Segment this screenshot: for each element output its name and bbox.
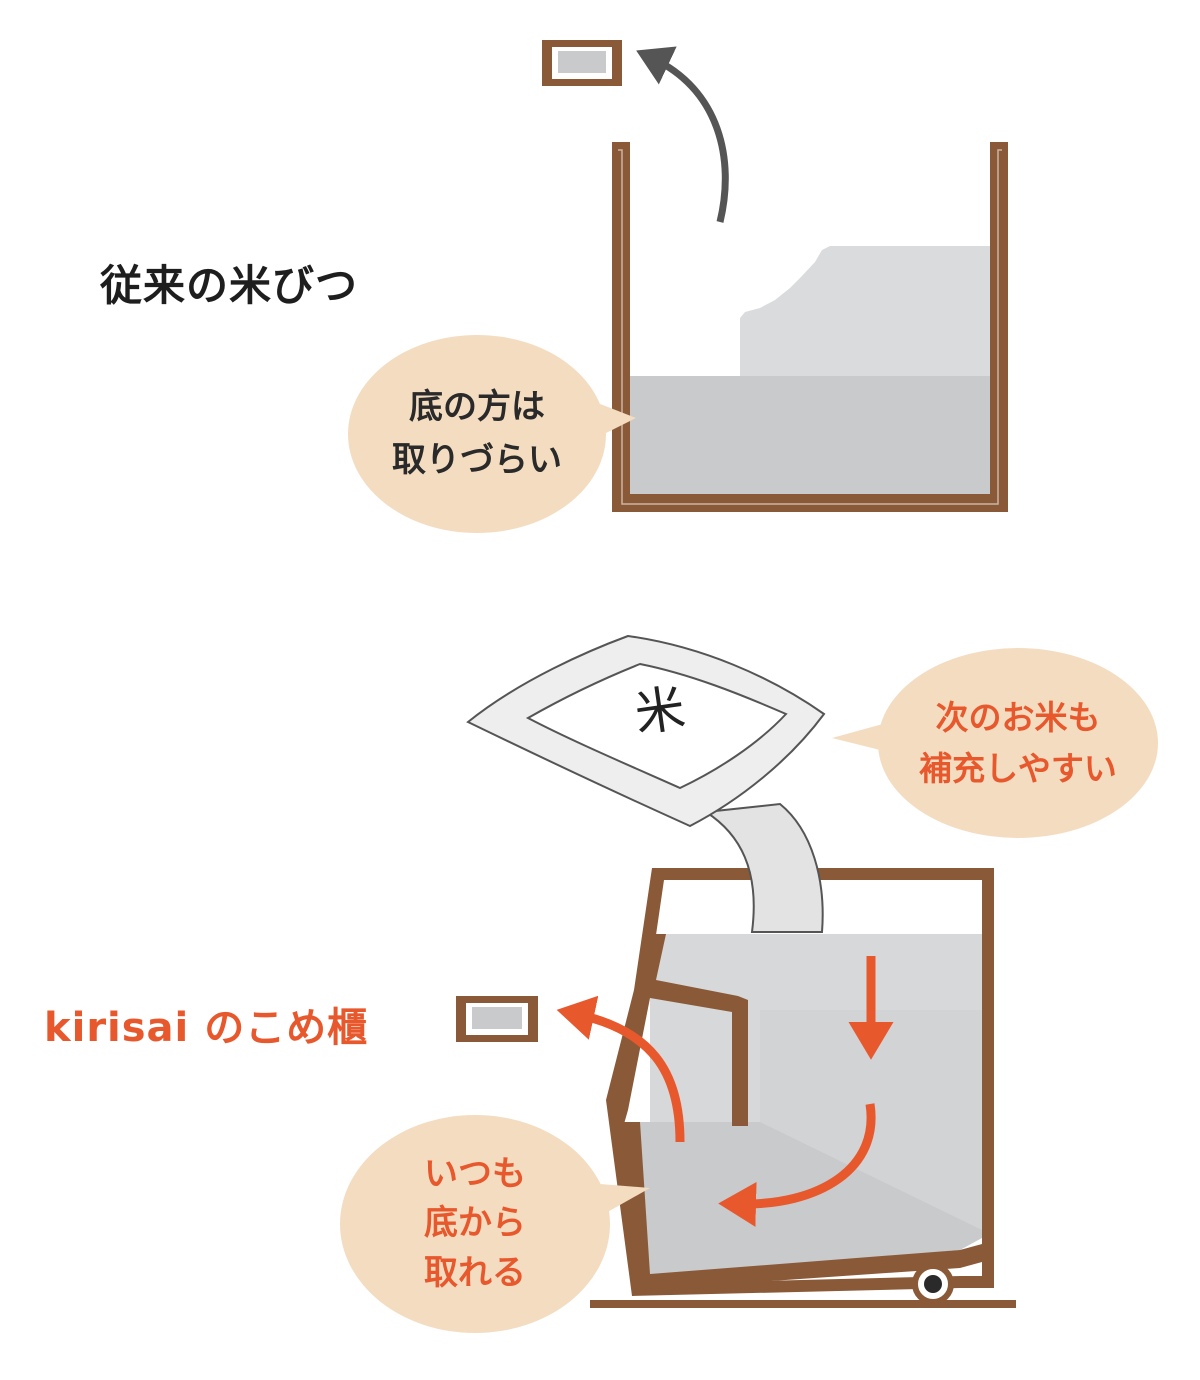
bubble-tail bbox=[600, 1184, 650, 1214]
callout-line: 底の方は bbox=[409, 387, 545, 428]
callout-line: 次のお米も bbox=[935, 697, 1101, 737]
callout-line: 取りづらい bbox=[392, 440, 562, 480]
scoop-icon bbox=[542, 40, 622, 86]
callout-line: 取れる bbox=[424, 1252, 526, 1293]
callout-from-bottom: いつも 底から 取れる bbox=[340, 1115, 610, 1333]
rice-bag-icon: 米 bbox=[466, 634, 826, 828]
rice-bottom-layer bbox=[630, 376, 990, 494]
scoop-icon bbox=[456, 996, 538, 1042]
callout-hard-to-reach: 底の方は 取りづらい bbox=[348, 335, 606, 533]
callout-line: 底から bbox=[424, 1203, 526, 1244]
bubble-tail bbox=[832, 722, 890, 752]
drawer-panel bbox=[614, 934, 748, 1126]
rice-pour-stream bbox=[703, 802, 824, 933]
callout-line: いつも bbox=[424, 1154, 526, 1195]
callout-easy-refill: 次のお米も 補充しやすい bbox=[878, 648, 1158, 838]
curved-arrow-icon bbox=[718, 1103, 876, 1227]
curved-arrow-icon bbox=[556, 995, 685, 1143]
floor-line bbox=[590, 1300, 1016, 1308]
traditional-box-title: 従来の米びつ bbox=[100, 261, 359, 310]
caster-wheel-icon bbox=[912, 1254, 954, 1305]
callout-line: 補充しやすい bbox=[919, 749, 1117, 788]
kirisai-rice-chest: 米 bbox=[456, 634, 1016, 1308]
rice-remaining-high bbox=[740, 246, 990, 376]
curved-arrow-icon bbox=[636, 46, 729, 223]
kirisai-title: kirisai のこめ櫃 bbox=[44, 1005, 369, 1051]
traditional-rice-box bbox=[542, 40, 1008, 512]
bag-symbol: 米 bbox=[631, 679, 689, 743]
